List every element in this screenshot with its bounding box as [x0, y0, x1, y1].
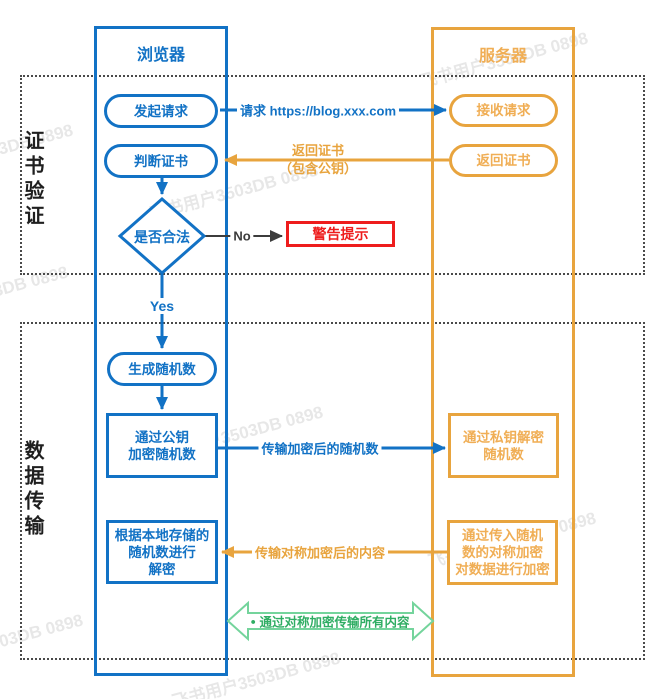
node-return-cert: 返回证书 [449, 144, 558, 177]
node-label-line: 对数据进行加密 [455, 562, 550, 577]
node-label-line: 随机数进行 [128, 544, 196, 560]
node-judge-cert: 判断证书 [104, 144, 218, 178]
bullet-icon: ● [250, 616, 256, 627]
node-warning: 警告提示 [286, 221, 395, 247]
cert-verification-section-box [20, 75, 645, 275]
edge-label-return-cert: 返回证书 （包含公钥） [279, 142, 357, 178]
node-receive-request: 接收请求 [449, 94, 558, 127]
data-transfer-section-box [20, 322, 645, 660]
section-label-cert-verification: 证书验证 [21, 130, 43, 230]
edge-label-no: No [230, 228, 254, 244]
node-label-line: 数的对称加密 [462, 545, 543, 560]
node-label-line: 通过私钥解密 [463, 429, 544, 445]
node-gen-random: 生成随机数 [107, 352, 217, 386]
node-decrypt-with-privkey: 通过私钥解密 随机数 [448, 413, 559, 478]
node-label-line: 根据本地存储的 [114, 527, 210, 543]
node-label: 警告提示 [312, 225, 369, 242]
node-label-line: 解密 [148, 561, 176, 577]
node-label-line: 加密随机数 [128, 446, 196, 462]
edge-label-send-symmetric-content: 传输对称加密后的内容 [251, 542, 389, 562]
edge-label-line: （包含公钥） [278, 161, 358, 176]
node-label-line: 通过传入随机 [462, 528, 543, 543]
edge-label-yes: Yes [146, 298, 178, 314]
node-label: 判断证书 [134, 153, 188, 169]
node-local-decrypt: 根据本地存储的 随机数进行 解密 [106, 520, 218, 584]
node-encrypt-with-pubkey: 通过公钥 加密随机数 [106, 413, 218, 478]
node-label-line: 通过公钥 [135, 429, 189, 445]
node-initiate-request: 发起请求 [104, 94, 218, 128]
edge-label-send-encrypted-random: 传输加密后的随机数 [258, 438, 382, 458]
browser-lane: 浏览器 [94, 26, 228, 676]
node-symmetric-encrypt: 通过传入随机 数的对称加密 对数据进行加密 [447, 520, 558, 585]
node-label: 生成随机数 [128, 361, 196, 377]
server-lane-title: 服务器 [478, 48, 527, 65]
node-label: 接收请求 [476, 103, 531, 118]
edge-label-request-url: 请求 https://blog.xxx.com [236, 100, 400, 120]
edge-label-line: 返回证书 [291, 143, 345, 158]
edge-label-symmetric-channel: ● 通过对称加密传输所有内容 [251, 612, 410, 631]
edge-label-text: 通过对称加密传输所有内容 [259, 615, 410, 630]
node-label-line: 随机数 [483, 446, 524, 462]
node-is-valid-label: 是否合法 [134, 229, 190, 245]
server-lane: 服务器 [431, 27, 575, 677]
node-label: 返回证书 [476, 153, 531, 168]
browser-lane-title: 浏览器 [136, 47, 185, 64]
node-label: 发起请求 [134, 103, 188, 119]
section-label-data-transfer: 数据传输 [21, 440, 43, 540]
